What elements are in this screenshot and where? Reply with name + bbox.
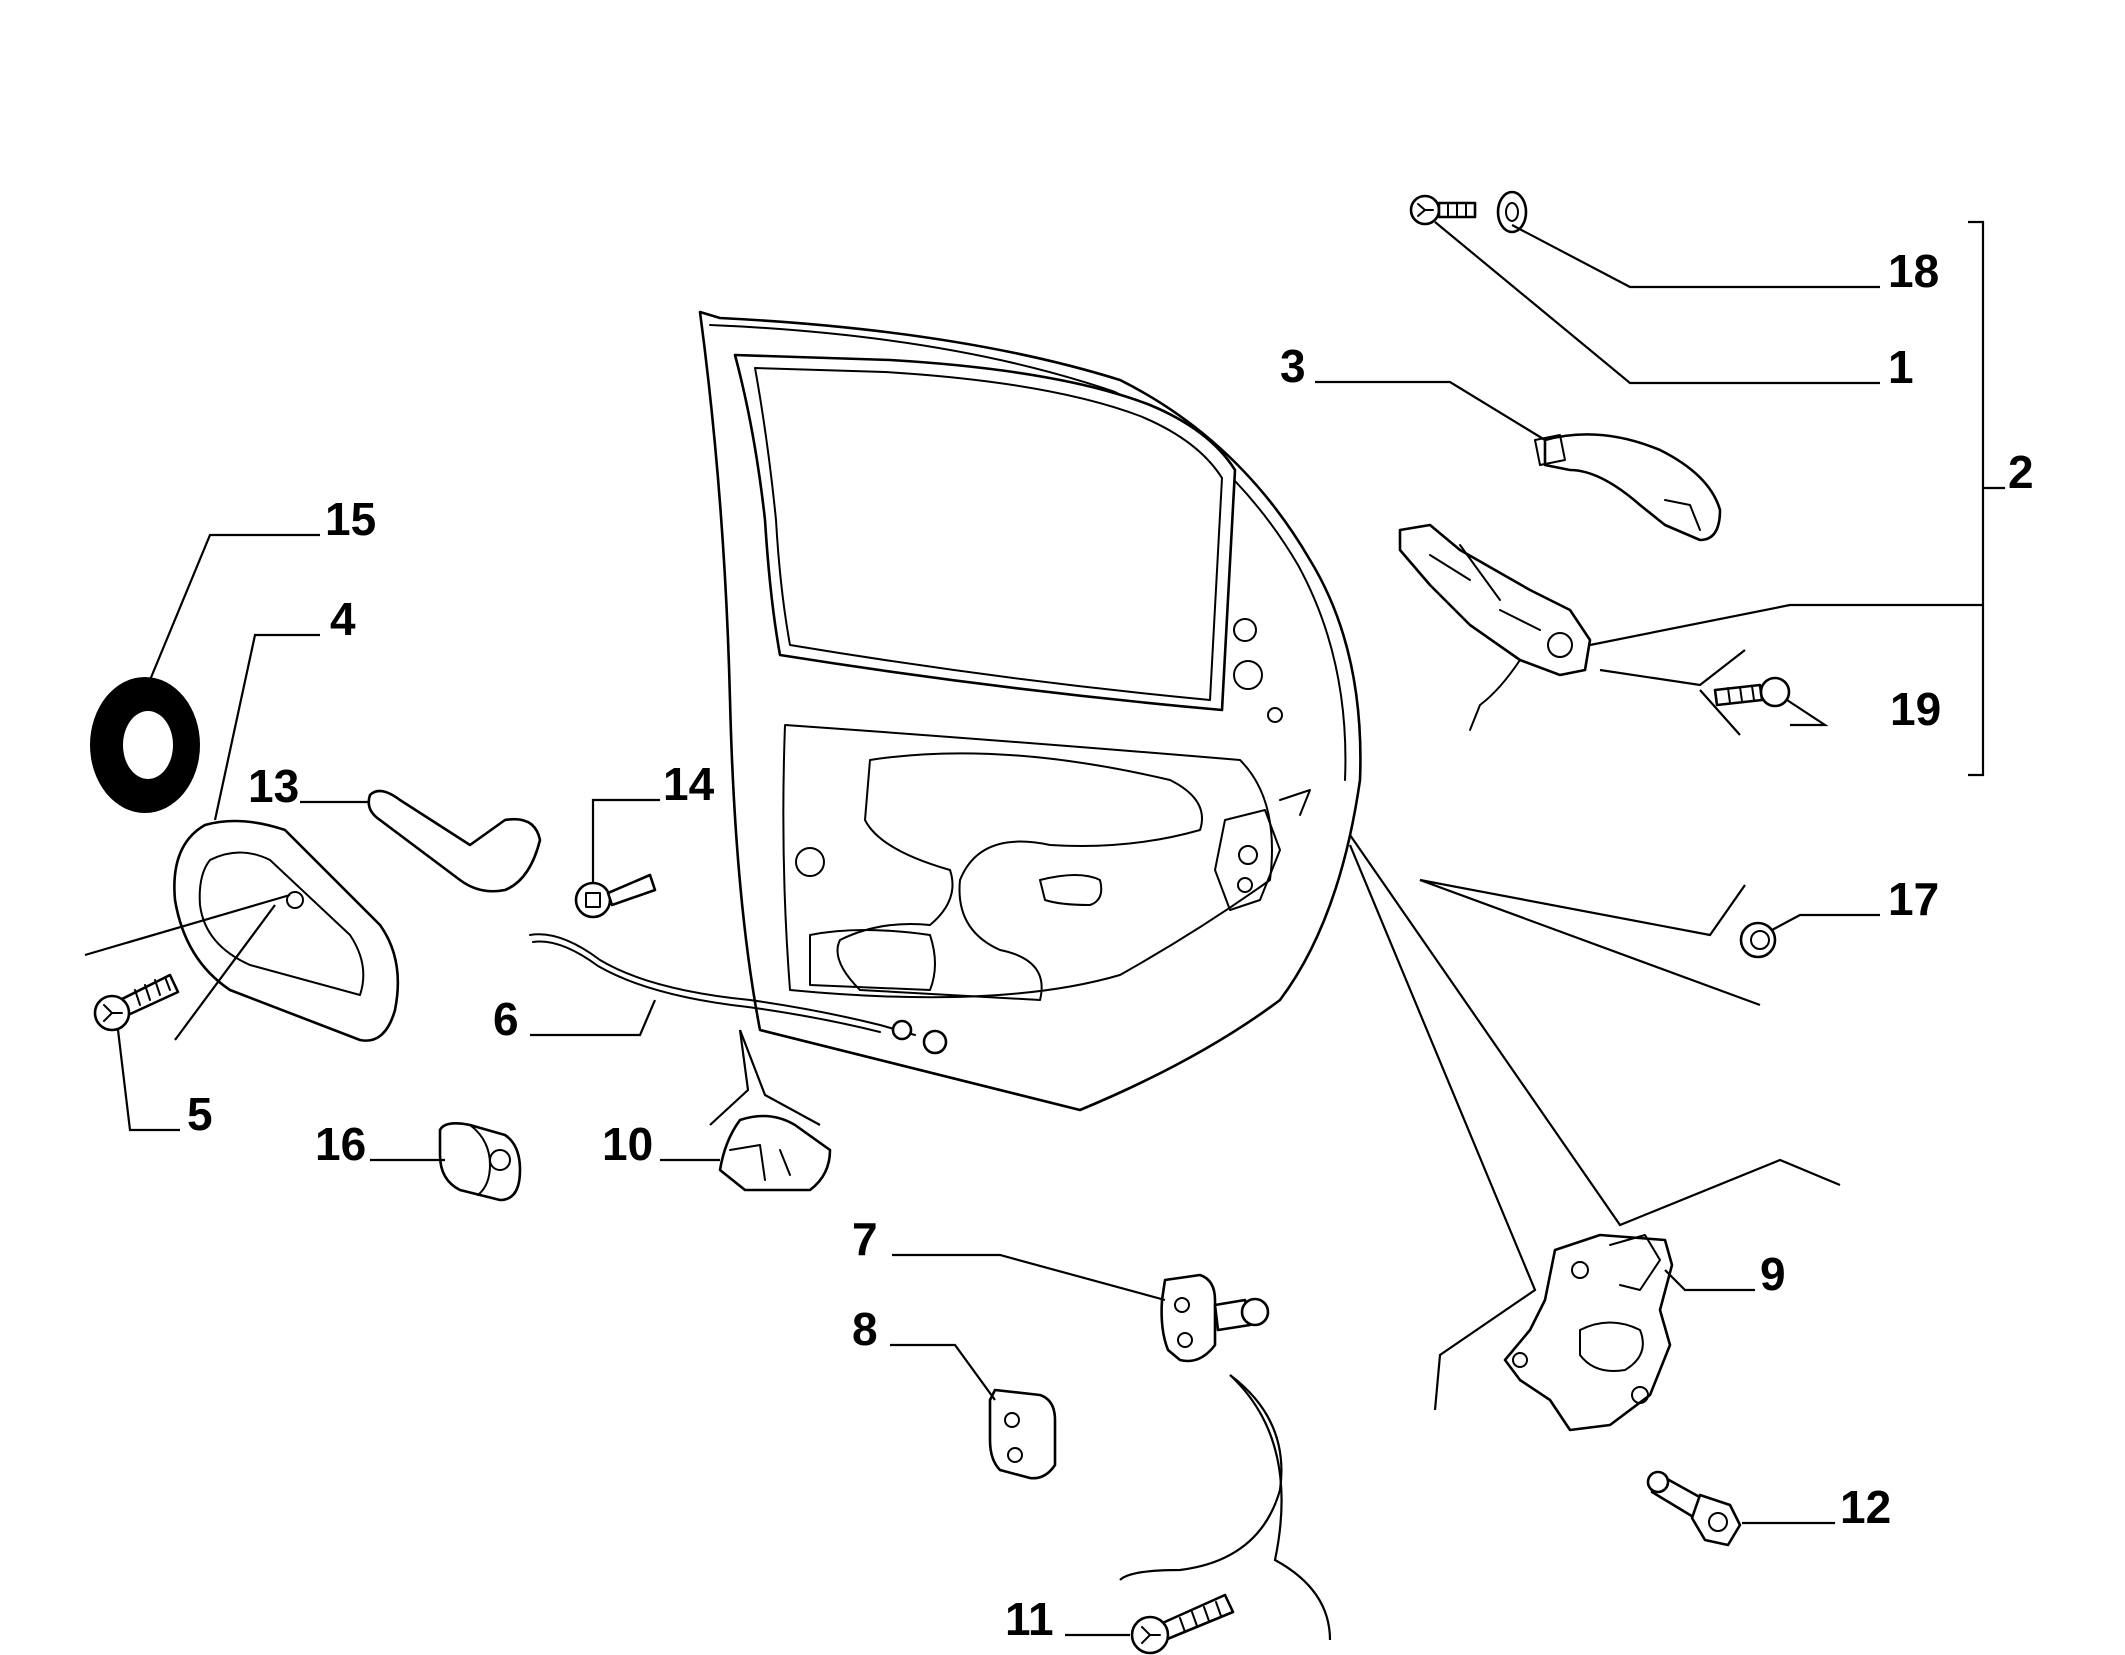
screw-part-5 — [93, 973, 180, 1032]
label-part-7: 7 — [852, 1213, 878, 1265]
label-part-1: 1 — [1888, 341, 1914, 393]
label-part-12: 12 — [1840, 1481, 1891, 1533]
door-panel — [698, 310, 1362, 1112]
bolt-part-12 — [1646, 1470, 1742, 1547]
handle-bracket — [1398, 523, 1592, 731]
label-part-19: 19 — [1890, 683, 1941, 735]
lock-mechanism-part-9 — [1503, 1233, 1674, 1432]
label-part-17: 17 — [1888, 873, 1939, 925]
label-part-10: 10 — [602, 1118, 653, 1170]
bushing-part-16 — [438, 1122, 522, 1202]
leader-lines — [84, 220, 2005, 1641]
label-part-11: 11 — [1005, 1593, 1054, 1645]
screw-part-1 — [1409, 194, 1477, 226]
rod-part-6 — [529, 933, 948, 1055]
label-part-13: 13 — [248, 760, 299, 812]
part-number-labels: 18 1 3 2 19 17 9 12 15 4 13 14 6 5 16 10… — [187, 245, 2034, 1645]
label-part-9: 9 — [1760, 1248, 1786, 1300]
handle-lever-part-13 — [367, 789, 542, 893]
clip-part-14 — [574, 873, 657, 919]
bushing-part-17 — [1739, 921, 1777, 959]
label-part-14: 14 — [663, 758, 715, 810]
label-part-6: 6 — [493, 993, 519, 1045]
screw-part-11 — [1130, 1593, 1235, 1655]
plate-part-8 — [988, 1388, 1057, 1480]
label-part-3: 3 — [1280, 340, 1306, 392]
label-part-5: 5 — [187, 1088, 213, 1140]
inner-handle-housing-part-4 — [173, 819, 400, 1042]
label-part-16: 16 — [315, 1118, 366, 1170]
gasket-ring-part-15 — [90, 677, 200, 813]
outer-handle-part-3 — [1534, 433, 1722, 542]
label-part-15: 15 — [325, 493, 376, 545]
label-part-2: 2 — [2008, 446, 2034, 498]
label-part-18: 18 — [1888, 245, 1939, 297]
screw-part-19 — [1713, 676, 1791, 708]
washer-part-18 — [1496, 190, 1528, 234]
label-part-4: 4 — [330, 593, 356, 645]
clip-part-10 — [718, 1114, 832, 1192]
striker-part-7 — [1160, 1273, 1270, 1363]
label-part-8: 8 — [852, 1303, 878, 1355]
